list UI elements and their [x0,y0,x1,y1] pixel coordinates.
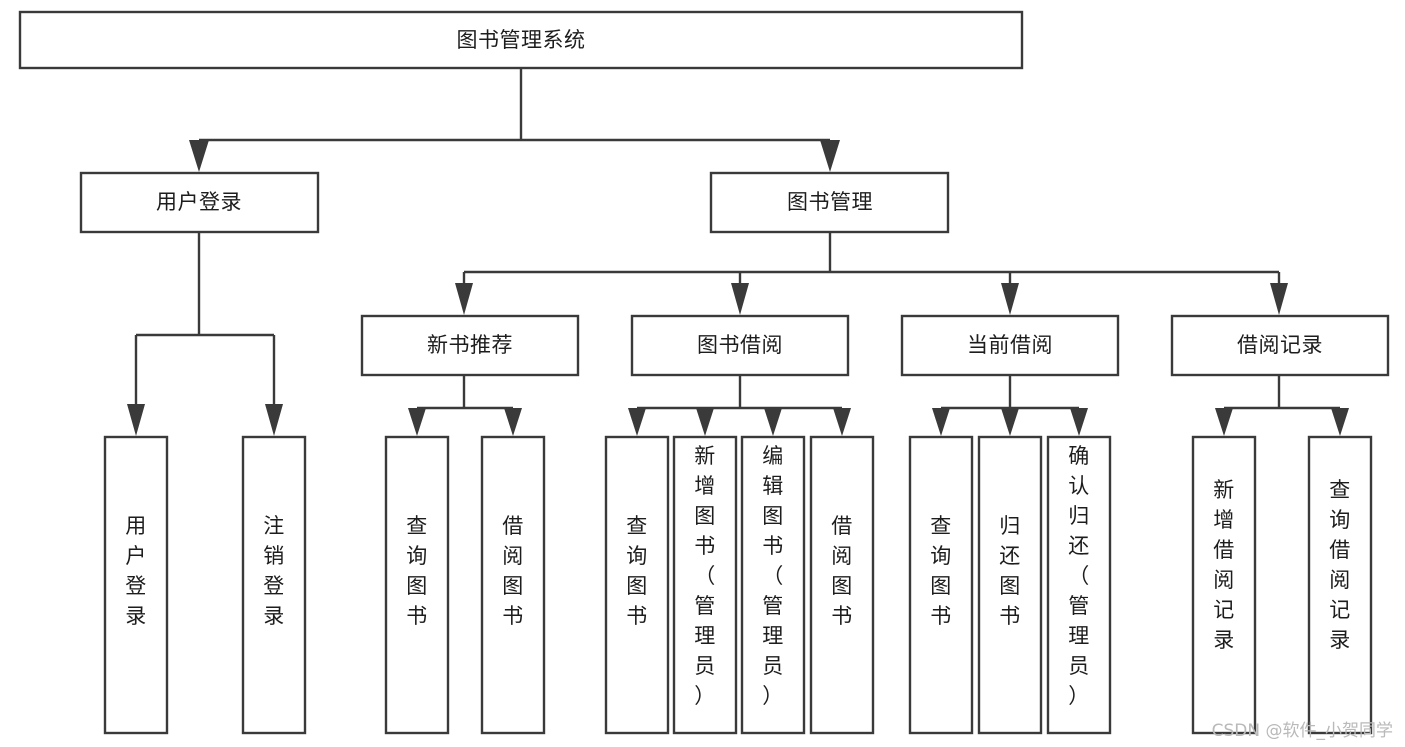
connector-new-book-to-leaves [408,375,522,436]
node-leaf-query-borrow-record[interactable]: 查询借阅记录 [1307,435,1373,735]
node-leaf-confirm-return-admin-label: 确认归还（管理员） [1068,444,1090,708]
connector-book-manage-to-level3 [455,232,1288,315]
node-leaf-query-borrow-record-box[interactable] [1307,435,1373,735]
arrow-book-borrow [731,283,749,315]
node-book-manage[interactable]: 图书管理 [709,171,950,234]
node-new-book-recommend-label: 新书推荐 [427,333,513,357]
arrow-to-book-manage [820,140,840,172]
csdn-watermark: CSDN @软件_小贺同学 [1211,721,1393,741]
node-book-borrow-box[interactable] [630,314,850,377]
arrow-to-user-login [189,140,209,172]
arrow-current-borrow [1001,283,1019,315]
node-leaf-borrow-book-1-box[interactable] [480,435,546,735]
node-leaf-add-borrow-record-label: 新增借阅记录 [1213,478,1235,652]
arrow-leaf-query-book-1 [408,408,426,436]
node-leaf-borrow-book-2-label: 借阅图书 [831,514,853,628]
node-borrow-record-box[interactable] [1170,314,1390,377]
arrow-borrow-record [1270,283,1288,315]
node-user-login-box[interactable] [79,171,320,234]
node-leaf-borrow-book-2[interactable]: 借阅图书 [809,435,875,735]
node-book-manage-box[interactable] [709,171,950,234]
node-leaf-user-login-label: 用户登录 [125,514,147,628]
node-leaf-return-book[interactable]: 归还图书 [977,435,1043,735]
node-root-box[interactable] [18,10,1024,70]
node-borrow-record-label: 借阅记录 [1237,333,1323,357]
arrow-leaf-query-book-2 [628,408,646,436]
node-leaf-user-logout-label: 注销登录 [263,514,285,628]
arrow-leaf-edit-book-admin [764,408,782,436]
node-leaf-edit-book-admin-label: 编辑图书（管理员） [762,444,784,708]
node-leaf-query-book-2-label: 查询图书 [626,514,648,628]
node-leaf-borrow-book-1[interactable]: 借阅图书 [480,435,546,735]
arrow-leaf-borrow-book-1 [504,408,522,436]
node-leaf-edit-book-admin-box[interactable] [740,435,806,735]
node-leaf-edit-book-admin[interactable]: 编辑图书（管理员） [740,435,806,735]
node-current-borrow[interactable]: 当前借阅 [900,314,1120,377]
node-leaf-return-book-label: 归还图书 [999,514,1021,628]
node-new-book-recommend-box[interactable] [360,314,580,377]
connector-current-borrow-to-leaves [932,375,1088,436]
node-leaf-query-book-1-box[interactable] [384,435,450,735]
connector-borrow-record-to-leaves [1215,375,1349,436]
arrow-leaf-query-book-3 [932,408,950,436]
node-leaf-add-book-admin[interactable]: 新增图书（管理员） [672,435,738,735]
node-leaf-query-book-3[interactable]: 查询图书 [908,435,974,735]
node-new-book-recommend[interactable]: 新书推荐 [360,314,580,377]
node-user-login-label: 用户登录 [156,190,242,214]
node-leaf-add-borrow-record[interactable]: 新增借阅记录 [1191,435,1257,735]
node-root-label: 图书管理系统 [457,28,586,52]
node-leaf-user-login[interactable]: 用户登录 [103,435,169,735]
node-leaf-confirm-return-admin-box[interactable] [1046,435,1112,735]
node-book-borrow[interactable]: 图书借阅 [630,314,850,377]
node-leaf-add-book-admin-label: 新增图书（管理员） [694,444,716,708]
arrow-leaf-add-borrow-record [1215,408,1233,436]
node-leaf-query-book-3-box[interactable] [908,435,974,735]
node-leaf-add-borrow-record-box[interactable] [1191,435,1257,735]
arrow-leaf-user-login [127,404,145,436]
node-leaf-return-book-box[interactable] [977,435,1043,735]
node-current-borrow-box[interactable] [900,314,1120,377]
node-leaf-query-borrow-record-label: 查询借阅记录 [1329,478,1351,652]
arrow-leaf-query-borrow-record [1331,408,1349,436]
node-user-login[interactable]: 用户登录 [79,171,320,234]
arrow-leaf-borrow-book-2 [833,408,851,436]
connector-root-to-level2 [189,69,840,172]
node-leaf-query-book-3-label: 查询图书 [930,514,952,628]
arrow-leaf-return-book [1001,408,1019,436]
node-leaf-user-login-box[interactable] [103,435,169,735]
arrow-leaf-user-logout [265,404,283,436]
arrow-leaf-add-book-admin [696,408,714,436]
node-current-borrow-label: 当前借阅 [967,333,1053,357]
node-leaf-confirm-return-admin[interactable]: 确认归还（管理员） [1046,435,1112,735]
node-leaf-query-book-1[interactable]: 查询图书 [384,435,450,735]
node-leaf-query-book-2-box[interactable] [604,435,670,735]
node-leaf-user-logout-box[interactable] [241,435,307,735]
node-leaf-add-book-admin-box[interactable] [672,435,738,735]
node-book-manage-label: 图书管理 [787,190,873,214]
node-leaf-query-book-2[interactable]: 查询图书 [604,435,670,735]
node-root[interactable]: 图书管理系统 [18,10,1024,70]
arrow-new-book-recommend [455,283,473,315]
connector-book-borrow-to-leaves [628,375,851,436]
connector-user-login-to-leaves [127,232,283,436]
node-leaf-query-book-1-label: 查询图书 [406,514,428,628]
node-leaf-user-logout[interactable]: 注销登录 [241,435,307,735]
node-leaf-borrow-book-2-box[interactable] [809,435,875,735]
node-borrow-record[interactable]: 借阅记录 [1170,314,1390,377]
node-leaf-borrow-book-1-label: 借阅图书 [502,514,524,628]
arrow-leaf-confirm-return-admin [1070,408,1088,436]
node-book-borrow-label: 图书借阅 [697,333,783,357]
